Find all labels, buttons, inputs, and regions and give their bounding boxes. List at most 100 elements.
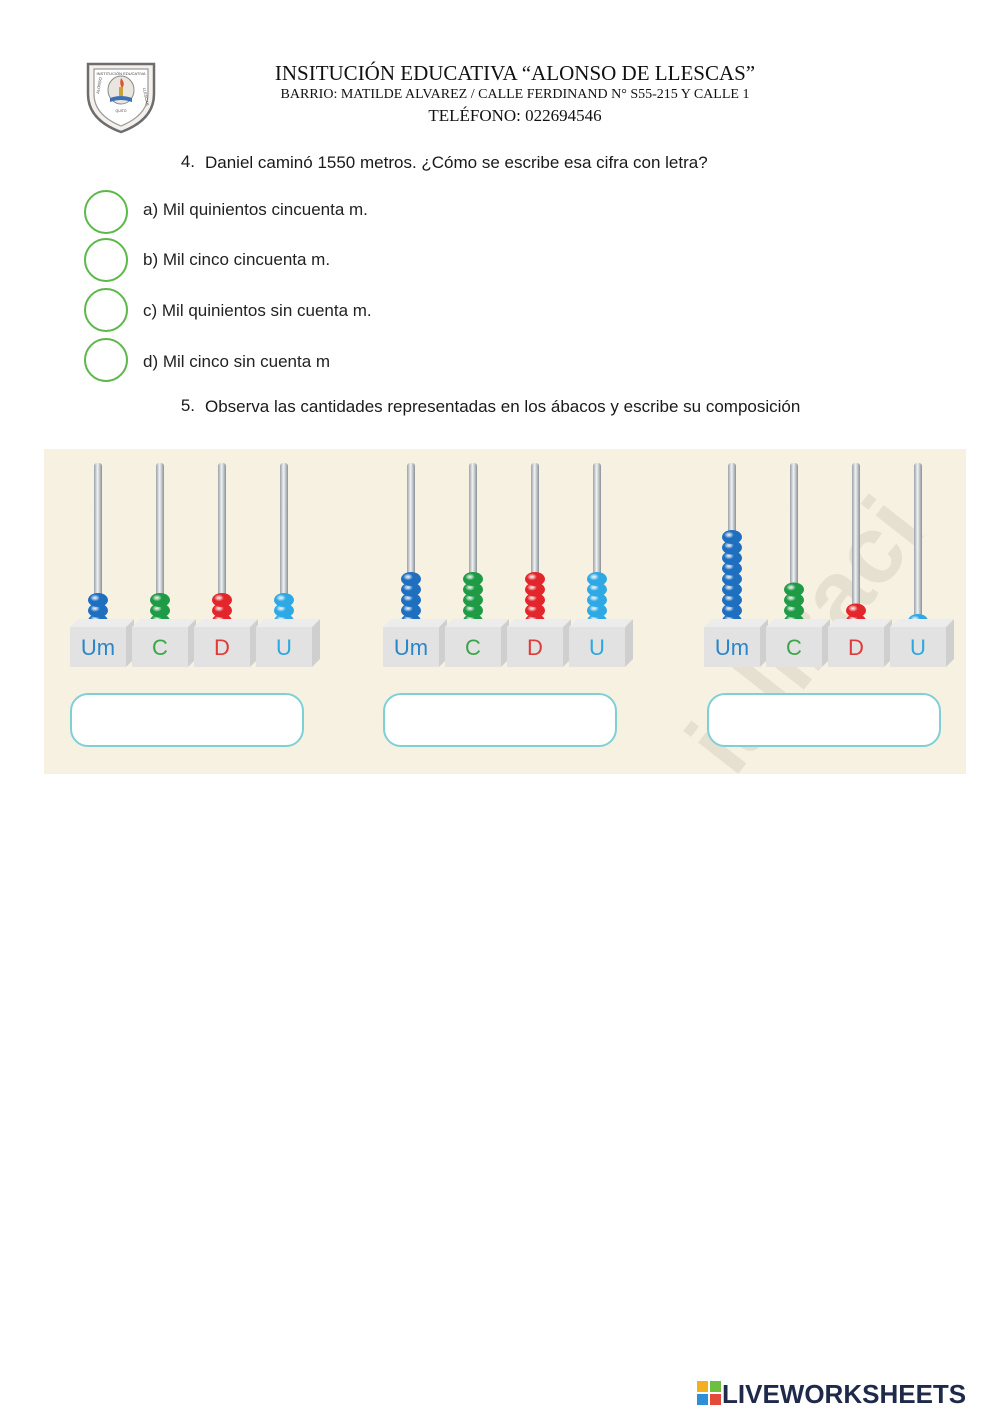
brand-name: LIVEWORKSHEETS: [722, 1379, 967, 1409]
question-number: 4.: [180, 152, 195, 171]
abacus-box-top: [569, 619, 633, 627]
logo-lettering: INSTITUCIÓN EDUCATIVA: [97, 71, 146, 76]
abacus-bead: [722, 582, 742, 597]
abacus-bead: [150, 603, 170, 618]
abacus-box-side: [946, 619, 954, 667]
place-value-label: Um: [394, 635, 428, 660]
question-number: 5.: [180, 396, 195, 415]
abacus-bead: [587, 572, 607, 586]
abacus-rod: [156, 463, 164, 627]
place-value-label: C: [152, 635, 168, 660]
abacus-box-top: [256, 619, 320, 627]
abacus-box: [507, 627, 563, 667]
abacus-bead: [525, 603, 545, 618]
abacus-1: Um C D U: [70, 463, 320, 667]
abacus-box: [569, 627, 625, 667]
abacus-box: [132, 627, 188, 667]
abacus-rod: [218, 463, 226, 627]
place-value-label: D: [214, 635, 230, 660]
abacus-box-top: [890, 619, 954, 627]
question-text: Daniel caminó 1550 metros. ¿Cómo se escr…: [205, 153, 708, 172]
abacus-box-top: [70, 619, 134, 627]
abacus-box-top: [445, 619, 509, 627]
option-b-radio[interactable]: [84, 238, 128, 282]
abacus-bead: [525, 593, 545, 607]
abacus-bead: [722, 593, 742, 607]
place-value-label: Um: [715, 635, 749, 660]
abacus-2: Um C D U: [383, 463, 633, 667]
abacus-bead: [784, 582, 804, 597]
abacus-bead: [784, 603, 804, 618]
abacus-box: [194, 627, 250, 667]
answer-box-1[interactable]: [70, 693, 304, 747]
abacus-box: [445, 627, 501, 667]
abacus-bead: [212, 593, 232, 607]
abacus-box-top: [194, 619, 258, 627]
option-a[interactable]: a) Mil quinientos cincuenta m.: [84, 190, 584, 234]
abacus-box: [70, 627, 126, 667]
abacus-rod: [914, 463, 922, 627]
abacus-rod: [852, 463, 860, 627]
abacus-box-top: [828, 619, 892, 627]
abacus-rod: [280, 463, 288, 627]
abacus-bead: [274, 593, 294, 607]
abacus-box-top: [132, 619, 196, 627]
abacus-box: [704, 627, 760, 667]
abacus-bead: [401, 572, 421, 586]
abacus-box: [890, 627, 946, 667]
abacus-box: [383, 627, 439, 667]
place-value-label: C: [786, 635, 802, 660]
option-c-radio[interactable]: [84, 288, 128, 332]
abacus-box-top: [766, 619, 830, 627]
abacus-box-top: [704, 619, 768, 627]
abacus-bead: [401, 603, 421, 618]
place-value-label: Um: [81, 635, 115, 660]
option-a-radio[interactable]: [84, 190, 128, 234]
option-b[interactable]: b) Mil cinco cincuenta m.: [84, 238, 584, 282]
svg-text:QUITO: QUITO: [115, 109, 126, 113]
abacus-panel: ializaciUmCDUUmCDUUmCDU: [44, 449, 966, 774]
school-address: BARRIO: MATILDE ALVAREZ / CALLE FERDINAN…: [280, 87, 750, 102]
abacus-bead: [525, 582, 545, 597]
abacus-bead: [722, 551, 742, 565]
option-d-radio[interactable]: [84, 338, 128, 382]
abacus-bead: [274, 603, 294, 618]
place-value-label: U: [589, 635, 605, 660]
abacus-bead: [463, 582, 483, 597]
question-text: Observa las cantidades representadas en …: [205, 397, 801, 416]
svg-text:LLESCAS: LLESCAS: [142, 87, 150, 106]
abacus-bead: [401, 593, 421, 607]
abacus-bead: [525, 572, 545, 586]
answer-box-3[interactable]: [707, 693, 941, 747]
svg-text:ALONSO: ALONSO: [95, 77, 103, 94]
abacus-bead: [722, 540, 742, 555]
abacus-bead: [463, 603, 483, 618]
place-value-label: C: [465, 635, 481, 660]
abacus-bead: [587, 603, 607, 618]
school-crest-logo: INSTITUCIÓN EDUCATIVA ALONSO LLESCAS QUI…: [86, 62, 156, 134]
school-phone: TELÉFONO: 022694546: [428, 106, 602, 125]
abacus-box-side: [312, 619, 320, 667]
liveworksheets-brand: LIVEWORKSHEETS: [697, 1378, 997, 1409]
place-value-label: D: [527, 635, 543, 660]
abacus-bead: [722, 530, 742, 544]
abacus-bead: [463, 593, 483, 607]
option-c[interactable]: c) Mil quinientos sin cuenta m.: [84, 288, 584, 332]
answer-box-2[interactable]: [383, 693, 617, 747]
abacus-bead: [212, 603, 232, 618]
abacus-box: [256, 627, 312, 667]
abacus-bead: [150, 593, 170, 607]
abacus-box: [766, 627, 822, 667]
abacus-bead: [722, 572, 742, 586]
abacus-bead: [846, 603, 866, 618]
option-d[interactable]: d) Mil cinco sin cuenta m: [84, 338, 584, 382]
school-name: INSITUCIÓN EDUCATIVA “ALONSO DE LLESCAS”: [274, 61, 756, 85]
place-value-label: D: [848, 635, 864, 660]
abacus-bead: [722, 603, 742, 618]
abacus-bead: [587, 582, 607, 597]
option-b-label: b) Mil cinco cincuenta m.: [143, 250, 331, 269]
abacus-bead: [784, 593, 804, 607]
option-c-label: c) Mil quinientos sin cuenta m.: [143, 301, 372, 320]
place-value-label: U: [276, 635, 292, 660]
